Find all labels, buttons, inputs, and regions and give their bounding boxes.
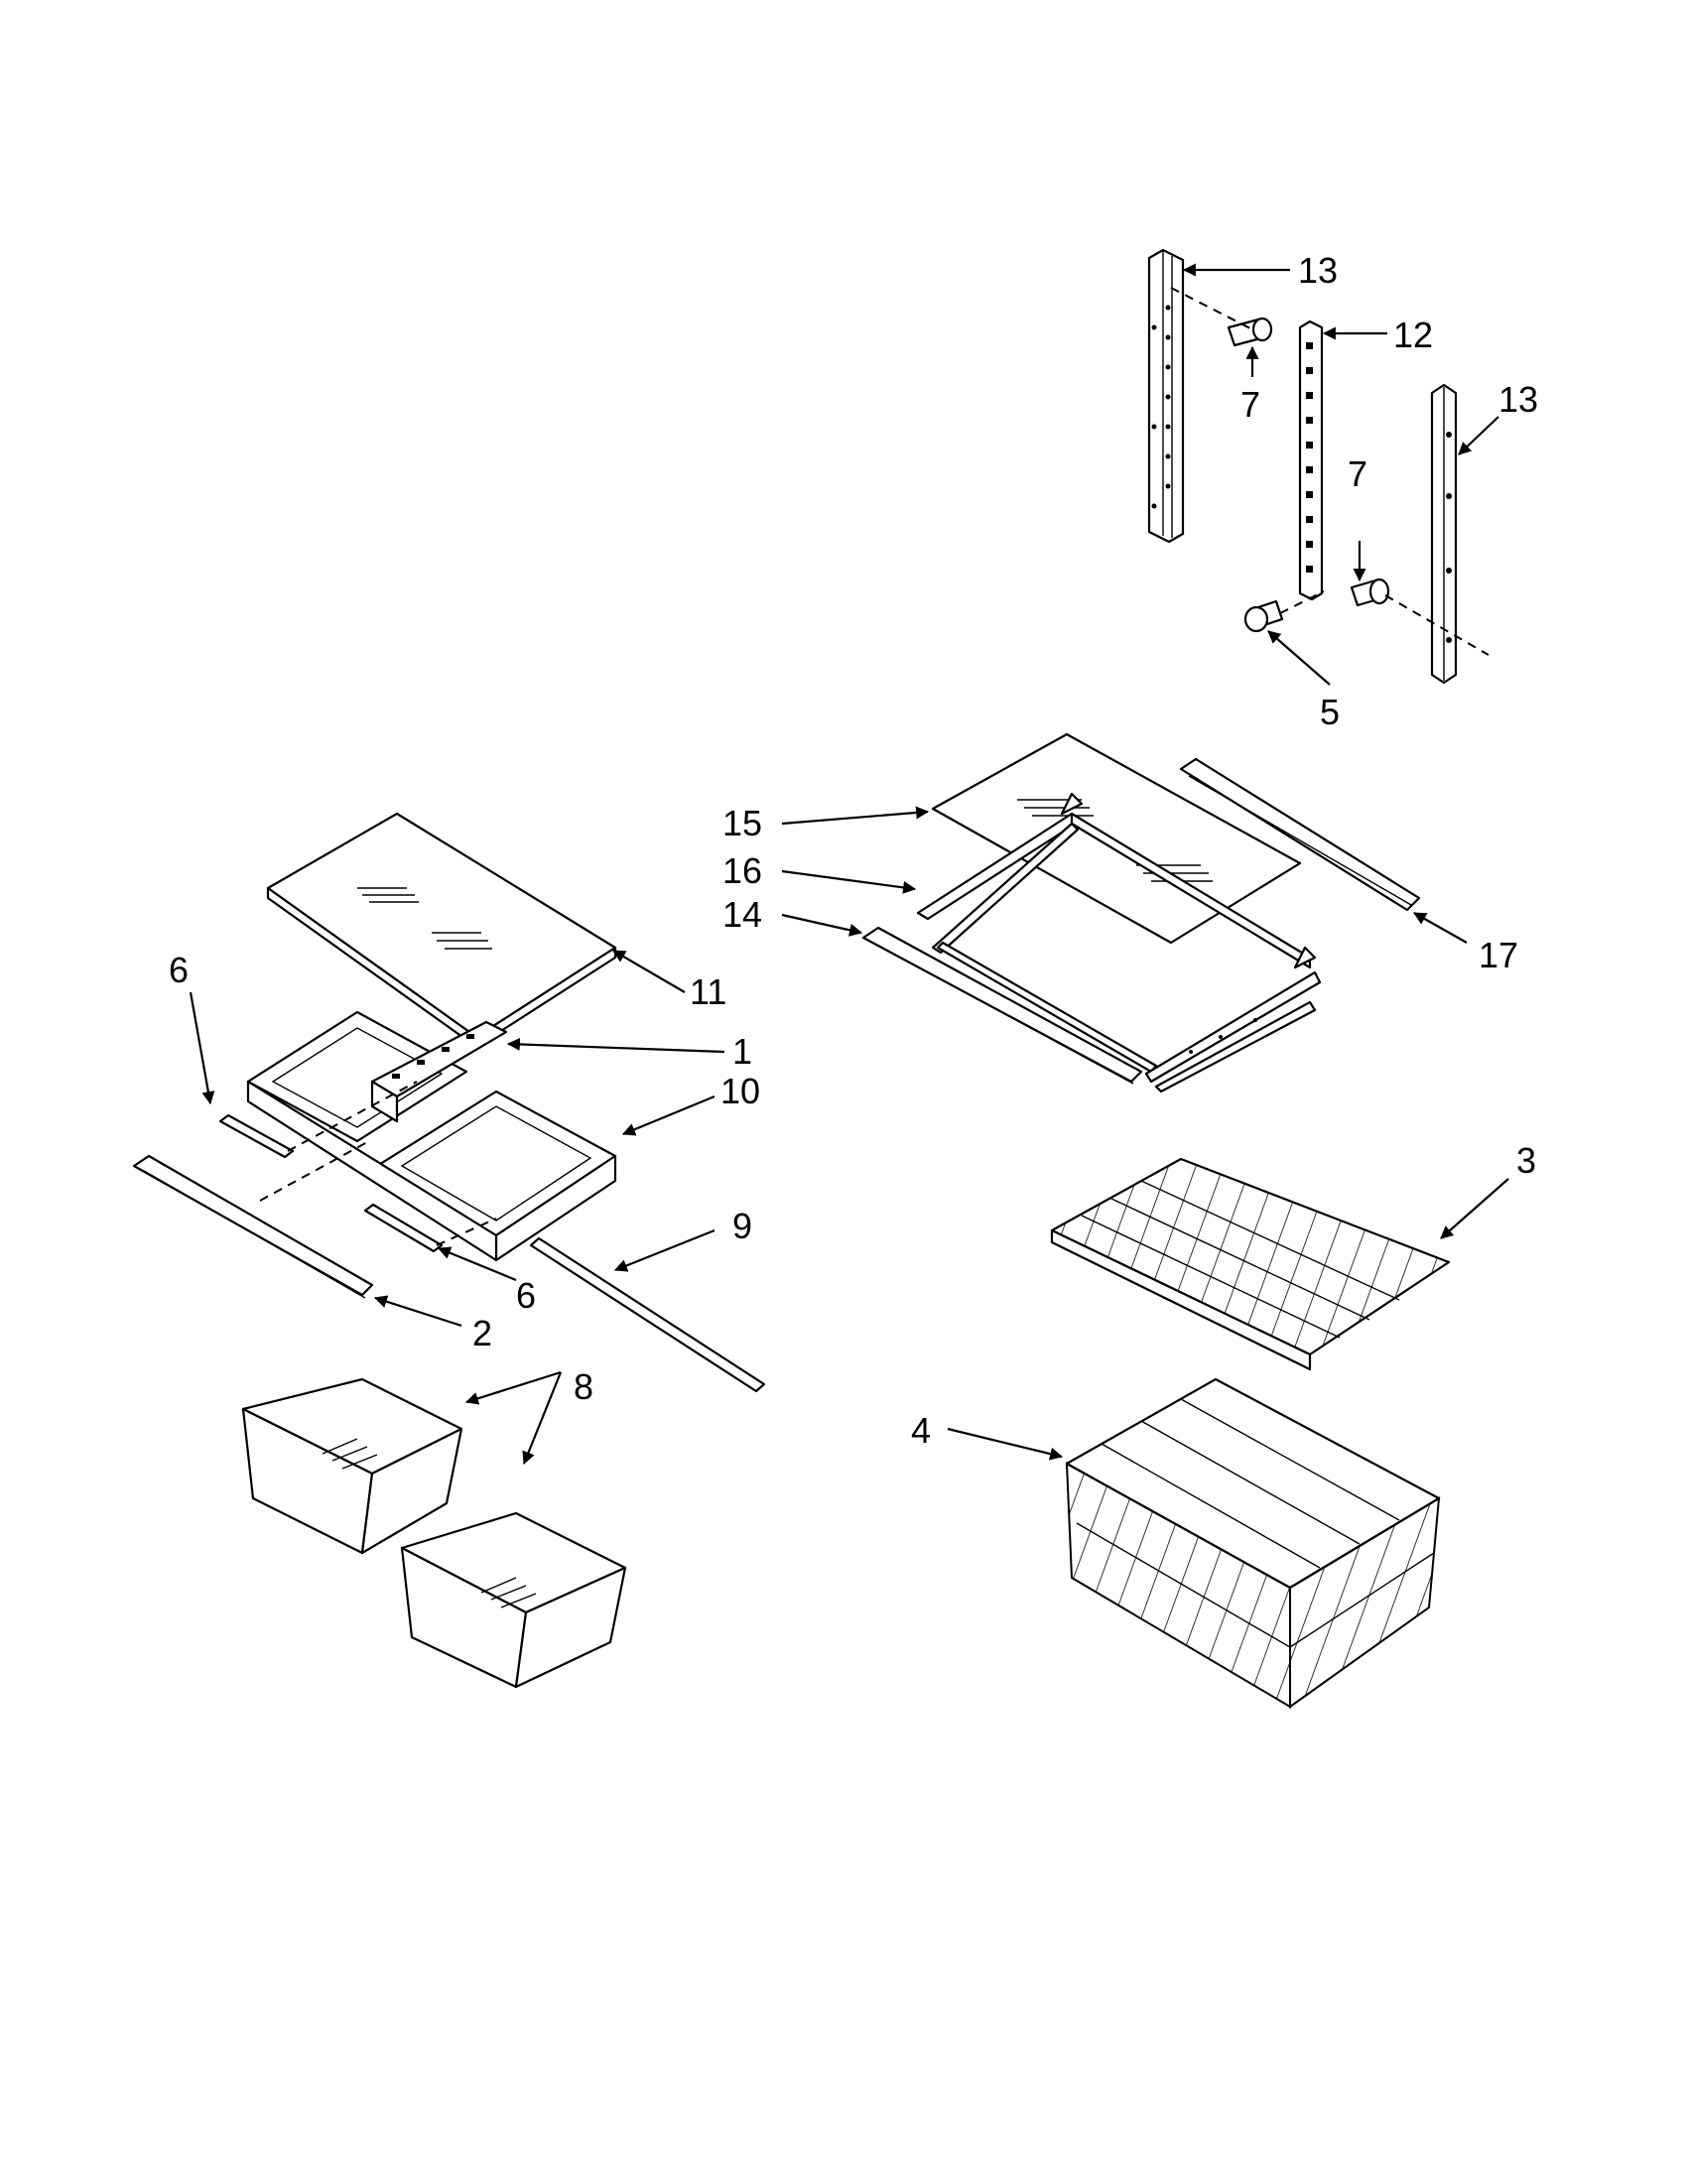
callout-12: 12 <box>1393 315 1433 355</box>
callout-9: 9 <box>732 1206 752 1246</box>
callout-labels: 13 12 13 7 7 5 15 16 14 17 11 1 10 6 6 9… <box>169 250 1538 1451</box>
callout-10: 10 <box>720 1071 760 1111</box>
screw-5 <box>1243 599 1284 633</box>
callout-17: 17 <box>1479 935 1518 975</box>
callout-7: 7 <box>1348 453 1367 494</box>
rod-9 <box>529 1236 766 1393</box>
callout-13: 13 <box>1298 250 1338 291</box>
glass-cover-11 <box>266 812 617 1049</box>
screw-7-lower <box>1350 578 1390 607</box>
front-trim-2 <box>132 1154 374 1299</box>
crisper-drawer-8a <box>241 1377 463 1555</box>
center-divider-1 <box>370 1020 508 1123</box>
callout-3: 3 <box>1516 1140 1536 1181</box>
slide-6-upper <box>218 1113 295 1159</box>
rail-13-left <box>1147 248 1185 544</box>
callout-14: 14 <box>722 894 762 935</box>
shelf-frame-16 <box>916 792 1322 1093</box>
screw-7-top <box>1227 317 1273 347</box>
rail-12-center <box>1298 320 1324 601</box>
crisper-frame-10 <box>246 1010 617 1262</box>
callout-1: 1 <box>732 1031 752 1072</box>
crisper-dash-lines <box>259 1081 497 1246</box>
callout-6: 6 <box>169 950 189 990</box>
callout-11: 11 <box>690 971 726 1012</box>
wire-basket-4 <box>1065 1377 1441 1709</box>
callout-6: 6 <box>516 1275 536 1316</box>
crisper-drawer-8b <box>400 1511 627 1689</box>
callout-7: 7 <box>1240 384 1260 425</box>
shelf-trim-17 <box>1179 757 1421 912</box>
callout-2: 2 <box>472 1313 492 1353</box>
callout-8: 8 <box>574 1366 593 1407</box>
wire-shelf-3 <box>1050 1157 1451 1371</box>
callout-13: 13 <box>1498 379 1538 420</box>
callout-15: 15 <box>722 803 762 843</box>
shelf-trim-14 <box>861 926 1143 1085</box>
slide-6-lower <box>363 1203 444 1253</box>
callout-4: 4 <box>911 1410 931 1451</box>
callout-16: 16 <box>722 850 762 891</box>
rail-13-right <box>1430 383 1458 685</box>
leader-lines <box>189 263 1509 1466</box>
callout-5: 5 <box>1320 692 1340 732</box>
rail-dash-lines <box>1170 287 1490 656</box>
